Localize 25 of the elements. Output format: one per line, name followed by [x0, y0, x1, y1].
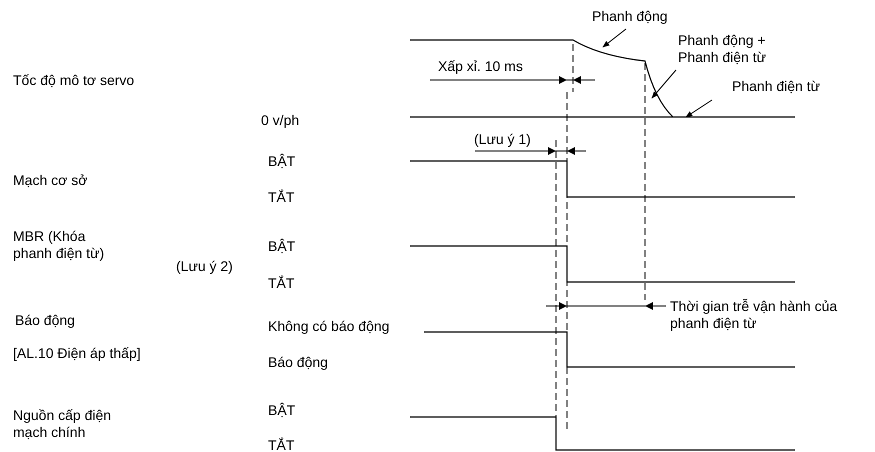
leader-line	[602, 28, 626, 48]
signal-name: [AL.10 Điện áp thấp]	[13, 345, 142, 362]
signal-name: Báo động	[15, 312, 76, 329]
leader-line	[652, 70, 676, 99]
state-label: BẬT	[268, 238, 296, 255]
dimension-label: Thời gian trễ vận hành của phanh điện từ	[670, 298, 838, 332]
state-label: BẬT	[268, 402, 296, 419]
level-label: 0 v/ph	[261, 112, 300, 129]
signal-name: Mạch cơ sở	[13, 172, 88, 189]
signal-name: Tốc độ mô tơ servo	[13, 72, 136, 89]
callout-text: Phanh động + Phanh điện từ	[678, 32, 786, 66]
state-label: TẮT	[268, 437, 296, 452]
state-label: TẮT	[268, 275, 296, 292]
dimension-label: Xấp xỉ. 10 ms	[438, 58, 524, 75]
note-label: (Lưu ý 1)	[474, 131, 532, 148]
note-label: (Lưu ý 2)	[176, 258, 234, 275]
leader-line	[685, 100, 712, 118]
state-label: Không có báo động	[268, 318, 390, 335]
callout-text: Phanh điện từ	[732, 78, 842, 95]
signal-name: MBR (Khóa phanh điện từ)	[13, 228, 106, 262]
signal-name: Nguồn cấp điện mạch chính	[13, 407, 112, 441]
state-label: Báo động	[268, 354, 329, 371]
state-label: BẬT	[268, 153, 296, 170]
state-label: TẮT	[268, 189, 296, 206]
callout-text: Phanh động	[592, 8, 692, 25]
